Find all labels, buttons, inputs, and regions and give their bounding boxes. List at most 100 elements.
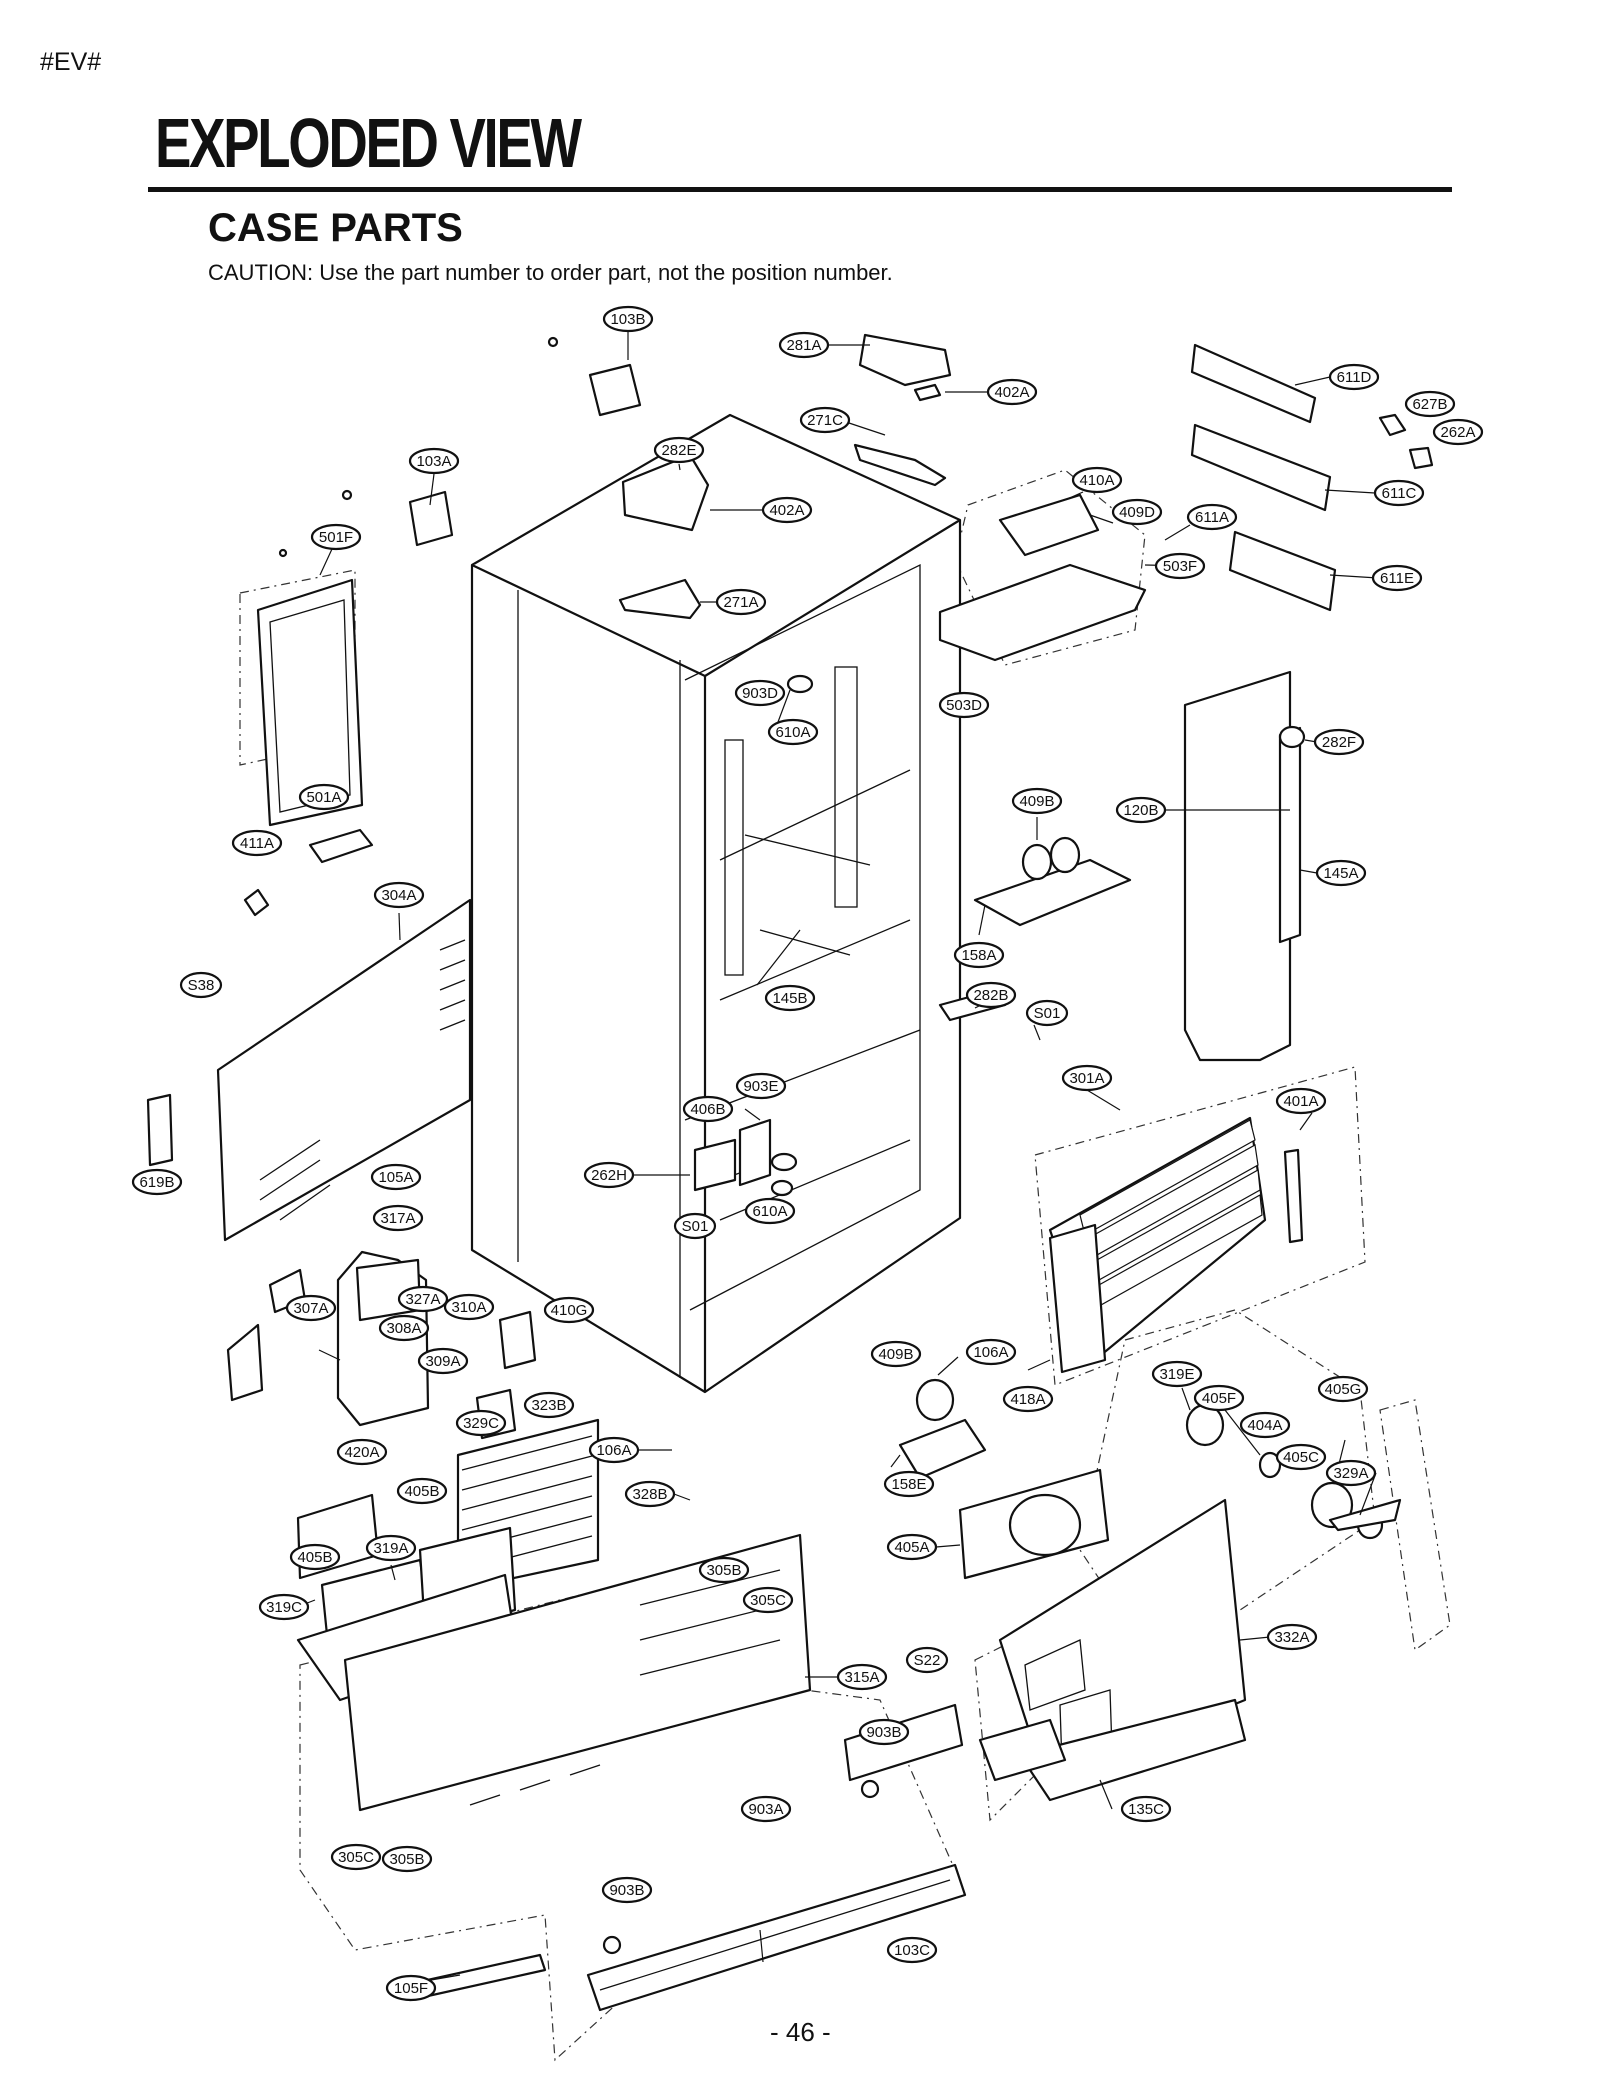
callout-405b: 405B [289,1543,341,1571]
svg-text:158A: 158A [961,947,996,964]
callout-405g: 405G [1317,1375,1369,1403]
svg-text:120B: 120B [1123,802,1158,819]
svg-text:328B: 328B [632,1486,667,1503]
callout-610a-bot: 610A [744,1197,796,1225]
svg-text:301A: 301A [1069,1070,1104,1087]
svg-text:405B: 405B [297,1549,332,1566]
svg-text:410G: 410G [551,1302,588,1319]
callout-501a: 501A [298,783,350,811]
svg-text:903D: 903D [742,685,778,702]
callout-s22: S22 [905,1646,949,1674]
svg-text:611A: 611A [1195,509,1229,526]
svg-text:135C: 135C [1128,1801,1164,1818]
evaporator-assembly [1048,1116,1304,1374]
svg-text:409D: 409D [1119,504,1155,521]
refrigerator-cabinet [470,413,962,1394]
svg-text:145A: 145A [1323,865,1358,882]
callout-319c: 319C [258,1593,310,1621]
svg-text:329A: 329A [1333,1465,1368,1482]
svg-text:S38: S38 [188,977,215,994]
callout-labels: 103B 281A 402A 611D 627B 262A 271C 282E … [131,305,1484,2002]
svg-text:305C: 305C [338,1849,374,1866]
svg-text:105F: 105F [394,1980,428,1997]
svg-text:611D: 611D [1337,369,1372,386]
svg-text:332A: 332A [1274,1629,1309,1646]
callout-319e: 319E [1151,1360,1203,1388]
svg-text:327A: 327A [405,1291,440,1308]
callout-s01-right: S01 [1025,999,1069,1027]
svg-text:271C: 271C [807,412,843,429]
svg-text:405F: 405F [1202,1390,1236,1407]
callout-329a: 329A [1325,1459,1377,1487]
title-rule [148,187,1452,192]
svg-text:282B: 282B [973,987,1008,1004]
svg-text:903B: 903B [866,1724,901,1741]
callout-310a: 310A [443,1293,495,1321]
svg-text:418A: 418A [1010,1391,1045,1408]
callout-103a: 103A [408,447,460,475]
svg-text:304A: 304A [381,887,416,904]
top-hardware [278,333,952,620]
svg-text:405B: 405B [404,1483,439,1500]
callout-317a: 317A [372,1204,424,1232]
svg-text:105A: 105A [378,1169,413,1186]
svg-text:103B: 103B [610,311,645,328]
svg-text:406B: 406B [690,1101,725,1118]
callout-420a: 420A [336,1438,388,1466]
callout-145a: 145A [1315,859,1367,887]
svg-text:315A: 315A [844,1669,879,1686]
callout-120b: 120B [1115,796,1167,824]
svg-text:611C: 611C [1382,485,1417,502]
svg-text:405A: 405A [894,1539,929,1556]
svg-text:281A: 281A [786,337,821,354]
svg-text:402A: 402A [994,384,1029,401]
document-tag: #EV# [40,48,102,76]
callout-611e: 611E [1371,564,1423,592]
svg-text:305B: 305B [389,1851,424,1868]
page-title: EXPLODED VIEW [155,104,582,182]
svg-text:903E: 903E [743,1078,778,1095]
svg-text:158E: 158E [891,1476,926,1493]
svg-text:903A: 903A [748,1801,783,1818]
callout-262h: 262H [583,1161,635,1189]
callout-903b-top: 903B [858,1718,910,1746]
svg-text:319A: 319A [373,1540,408,1557]
svg-text:323B: 323B [531,1397,566,1414]
callout-903d: 903D [734,679,786,707]
svg-text:501F: 501F [319,529,353,546]
callout-406b: 406B [682,1095,734,1123]
right-upper-parts [938,343,1434,1062]
callout-405c: 405C [1275,1443,1327,1471]
callout-305b-bot: 305B [381,1845,433,1873]
callout-309a: 309A [417,1347,469,1375]
svg-text:309A: 309A [425,1353,460,1370]
callout-903b-bot: 903B [601,1876,653,1904]
callout-332a: 332A [1266,1623,1318,1651]
callout-103b: 103B [602,305,654,333]
callout-329c: 329C [455,1409,507,1437]
callout-305c-bot: 305C [330,1843,382,1871]
page-number: - 46 - [770,2017,831,2047]
callout-405b-left: 405B [396,1477,448,1505]
callout-903e: 903E [735,1072,787,1100]
svg-text:103A: 103A [416,453,451,470]
callout-308a: 308A [378,1314,430,1342]
callout-282b: 282B [965,981,1017,1009]
callout-611d: 611D [1328,363,1380,391]
svg-text:627B: 627B [1412,396,1447,413]
callout-s01-bot: S01 [673,1212,717,1240]
svg-text:411A: 411A [240,835,274,852]
callout-328b: 328B [624,1480,676,1508]
svg-text:409B: 409B [1019,793,1054,810]
callout-627b: 627B [1404,390,1456,418]
callout-307a: 307A [285,1294,337,1322]
callout-271a: 271A [715,588,767,616]
callout-282f: 282F [1313,728,1365,756]
svg-text:409B: 409B [878,1346,913,1363]
callout-611c: 611C [1373,479,1425,507]
callout-503d: 503D [938,691,990,719]
svg-text:401A: 401A [1283,1093,1318,1110]
callout-105f: 105F [385,1974,437,2002]
callout-135c: 135C [1120,1795,1172,1823]
caution-note: CAUTION: Use the part number to order pa… [208,260,893,285]
